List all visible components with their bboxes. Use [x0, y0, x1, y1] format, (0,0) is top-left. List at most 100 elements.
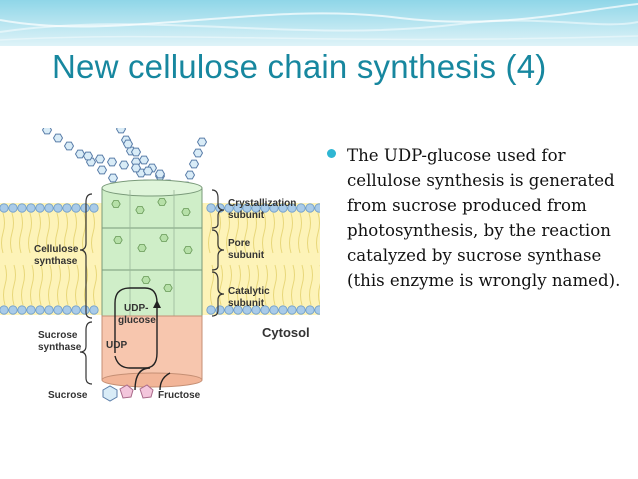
catalytic-bracket [211, 271, 225, 317]
lipid-head-icon [278, 305, 288, 315]
label-sucrose-substrate: Sucrose [48, 390, 88, 401]
lipid-head-icon [44, 305, 54, 315]
glucose-unit-icon [74, 149, 86, 159]
glucose-unit-icon [130, 147, 142, 157]
glucose-unit-icon [196, 137, 208, 147]
lipid-head-icon [0, 203, 9, 213]
label-pore: Pore [228, 238, 251, 249]
lipid-head-icon [278, 203, 288, 213]
cellulose-synthase-bracket [79, 193, 93, 319]
lipid-head-icon [71, 203, 81, 213]
glucose-unit-icon [137, 244, 147, 252]
glucose-unit-icon [159, 234, 169, 242]
lipid-head-icon [314, 203, 320, 213]
lipid-head-icon [53, 203, 63, 213]
lipid-head-icon [0, 305, 9, 315]
glucose-unit-icon [130, 163, 142, 173]
slide-title: New cellulose chain synthesis (4) [52, 48, 547, 85]
glucose-unit-icon [163, 283, 173, 293]
lipid-head-icon [260, 203, 270, 213]
header-wave-band [0, 0, 638, 46]
lipid-head-icon [269, 305, 279, 315]
lipid-head-icon [305, 203, 315, 213]
glucose-unit-icon [41, 128, 53, 135]
bullet-list: The UDP-glucose used for cellulose synth… [327, 143, 632, 293]
bullet-text: The UDP-glucose used for cellulose synth… [347, 146, 621, 290]
glucose-unit-icon [181, 208, 191, 216]
glucose-unit-icon [113, 236, 123, 244]
lipid-head-icon [8, 305, 18, 315]
glucose-unit-icon [115, 128, 127, 134]
glucose-unit-icon [122, 139, 134, 149]
bullet-icon [327, 149, 336, 158]
sucrose-synthase-block [101, 315, 203, 388]
glucose-unit-icon [135, 206, 145, 214]
cellulose-synthase-complex [101, 179, 203, 317]
lipid-head-icon [251, 305, 261, 315]
lipid-head-icon [296, 203, 306, 213]
label-cellulose-synthase: synthase [34, 256, 78, 267]
lipid-head-icon [17, 203, 27, 213]
lipid-head-icon [206, 305, 216, 315]
lipid-head-icon [80, 203, 90, 213]
glucose-unit-icon [142, 166, 154, 176]
lipid-head-icon [35, 305, 45, 315]
label-pore-subunit: subunit [228, 250, 265, 261]
sucrose-fructose-icon [119, 384, 134, 399]
glucose-unit-icon [82, 151, 94, 161]
lipid-head-icon [305, 305, 315, 315]
lipid-head-icon [269, 203, 279, 213]
cellulose-chains [41, 128, 208, 191]
label-udp-glucose: glucose [118, 315, 156, 326]
glucose-unit-icon [157, 198, 167, 206]
lipid-head-icon [35, 203, 45, 213]
lipid-head-icon [26, 203, 36, 213]
label-udp: UDP [106, 340, 127, 351]
glucose-unit-icon [138, 155, 150, 165]
lipid-head-icon [287, 203, 297, 213]
lipid-head-icon [44, 203, 54, 213]
cellulose-synthase-diagram: Crystallization subunit Pore subunit Cat… [0, 128, 320, 402]
pore-bracket [211, 229, 225, 271]
label-sucrose: Sucrose [38, 330, 78, 341]
glucose-unit-icon [107, 173, 119, 183]
label-crystallization-subunit: subunit [228, 210, 265, 221]
lipid-head-icon [71, 305, 81, 315]
lipid-head-icon [224, 305, 234, 315]
lipid-head-icon [62, 305, 72, 315]
lipid-head-icon [287, 305, 297, 315]
glucose-unit-icon [106, 157, 118, 167]
glucose-unit-icon [94, 154, 106, 164]
glucose-unit-icon [188, 159, 200, 169]
glucose-unit-icon [111, 200, 121, 208]
glucose-unit-icon [52, 133, 64, 143]
lipid-head-icon [233, 203, 243, 213]
glucose-unit-icon [141, 275, 151, 285]
crystallization-bracket [211, 189, 225, 229]
arrow-head-icon [153, 300, 161, 308]
sucrose-synthase-bracket [79, 321, 93, 385]
glucose-unit-icon [184, 170, 196, 180]
glucose-unit-icon [192, 148, 204, 158]
label-cellulose: Cellulose [34, 244, 79, 255]
lipid-head-icon [8, 203, 18, 213]
glucose-unit-icon [63, 141, 75, 151]
lipid-head-icon [17, 305, 27, 315]
fructose-icon [139, 384, 154, 399]
label-cytosol: Cytosol [262, 325, 310, 340]
lipid-head-icon [53, 305, 63, 315]
label-catalytic: Catalytic [228, 286, 270, 297]
lipid-head-icon [206, 203, 216, 213]
lipid-head-icon [242, 203, 252, 213]
lipid-head-icon [62, 203, 72, 213]
lipid-head-icon [260, 305, 270, 315]
lipid-head-icon [233, 305, 243, 315]
lipid-head-icon [314, 305, 320, 315]
sucrose-glucose-icon [102, 385, 118, 402]
label-sucrose-synthase: synthase [38, 342, 82, 353]
glucose-unit-icon [96, 165, 108, 175]
lipid-head-icon [89, 305, 99, 315]
lipid-head-icon [89, 203, 99, 213]
glucose-unit-icon [154, 169, 166, 179]
lipid-head-icon [242, 305, 252, 315]
